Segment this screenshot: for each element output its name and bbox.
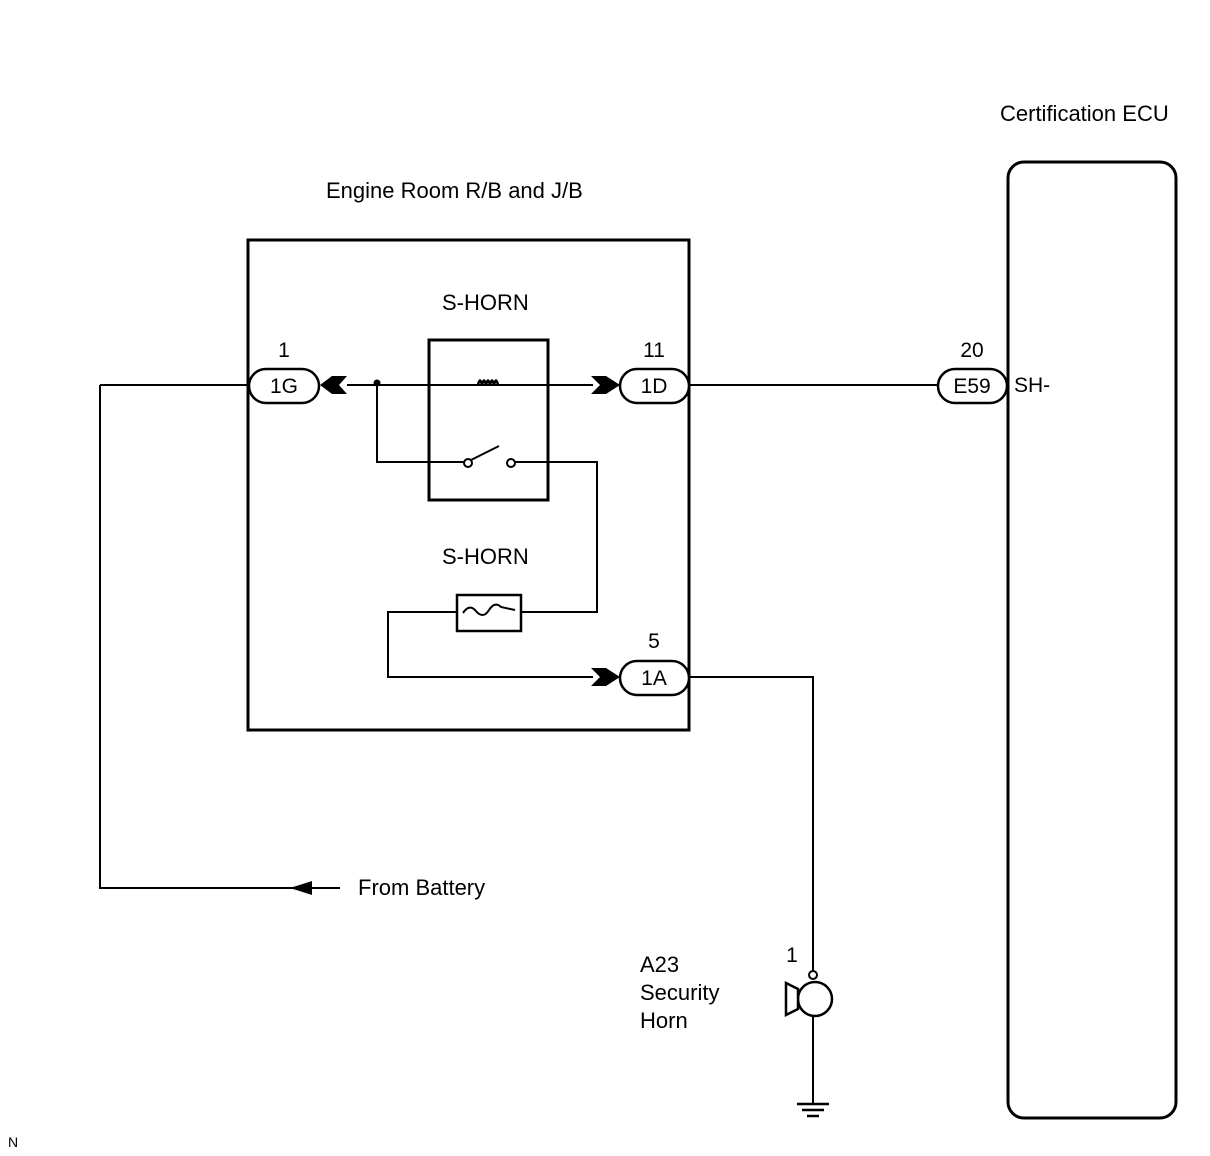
relay-switch-icon (470, 445, 500, 461)
connector-1d (618, 367, 691, 405)
connector-1d-name: 1D (641, 375, 668, 398)
connector-e59-pin: 20 (960, 339, 983, 362)
connector-1a-pin: 5 (648, 630, 660, 653)
horn-label-line1: A23 (640, 952, 679, 977)
battery-arrow-icon (290, 881, 312, 895)
wire-to-relay-switch (376, 385, 464, 463)
relay-contact-right (506, 458, 516, 468)
horn-bell-icon (784, 980, 800, 1018)
wire-battery-feed (99, 385, 340, 889)
horn-label-line2: Security (640, 980, 719, 1005)
battery-label: From Battery (358, 875, 485, 900)
connector-1a (618, 659, 691, 697)
junction-block-title: Engine Room R/B and J/B (326, 178, 583, 203)
ecu-body (1006, 160, 1178, 1120)
relay-label: S-HORN (442, 290, 529, 315)
fuse-box (455, 593, 523, 633)
connector-1d-pin: 11 (643, 339, 665, 362)
footer-mark: N (8, 1134, 18, 1150)
horn-pin: 1 (786, 944, 798, 967)
connector-e59 (936, 367, 1009, 405)
connector-e59-name: E59 (953, 375, 990, 398)
connector-1g-name: 1G (270, 375, 298, 398)
connector-1g (247, 367, 321, 405)
wire-1a-to-horn (689, 676, 814, 972)
junction-block-body (246, 238, 691, 732)
horn-label-line3: Horn (640, 1008, 688, 1033)
connector-1a-name: 1A (641, 667, 667, 690)
relay-contact-left (463, 458, 473, 468)
ecu-title: Certification ECU (1000, 101, 1169, 126)
relay-box (427, 338, 550, 502)
wire-switch-to-fuse (515, 461, 598, 613)
wire-junction-dot (373, 379, 381, 387)
fuse-label: S-HORN (442, 544, 529, 569)
relay-coil-icon (476, 379, 500, 386)
wire-fuse-to-1a (387, 611, 593, 678)
horn-body-icon (796, 980, 834, 1018)
fuse-icon (462, 603, 516, 616)
ecu-terminal-sh: SH- (1014, 374, 1050, 397)
connector-1d-arrow-icon (591, 376, 620, 394)
connector-1a-arrow-icon (591, 668, 620, 686)
horn-terminal (808, 970, 818, 980)
connector-1g-pin: 1 (278, 339, 290, 362)
connector-1g-arrow-icon (320, 376, 347, 394)
